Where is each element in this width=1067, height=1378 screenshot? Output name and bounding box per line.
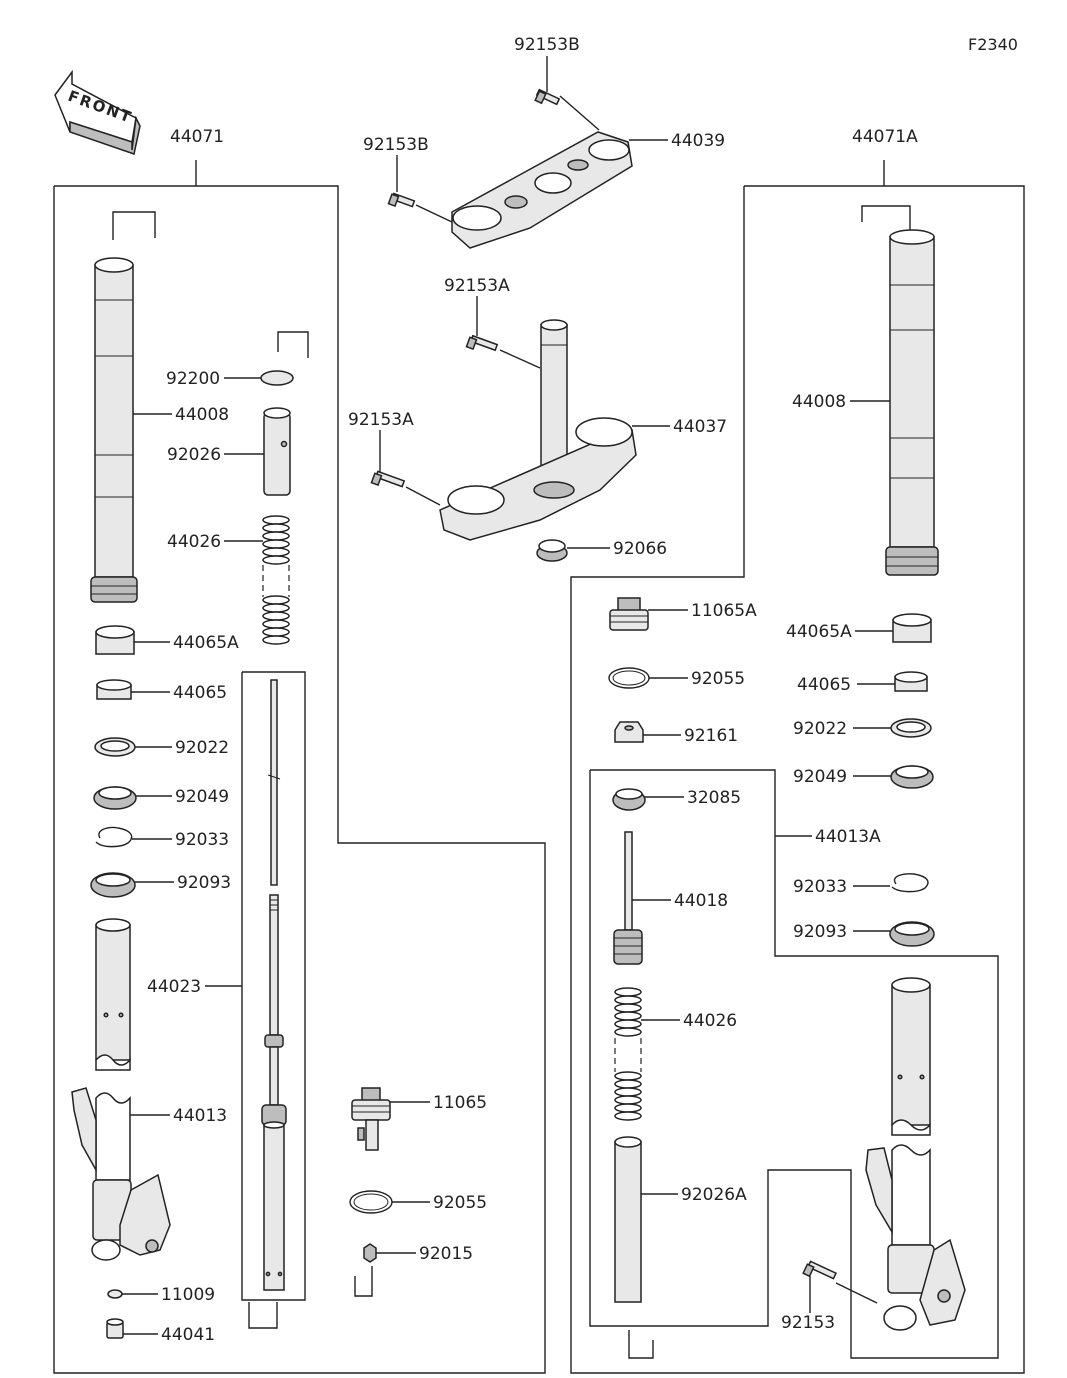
dust-seal-92093-right xyxy=(889,921,935,947)
collar-92026-part xyxy=(263,407,291,496)
label-92153A-left: 92153A xyxy=(348,410,414,430)
inner-tube-44013-left xyxy=(71,918,171,1261)
label-44039: 44039 xyxy=(671,131,725,151)
gasket-11009-part xyxy=(107,1289,123,1299)
left-fork-assembly-frame xyxy=(53,185,546,1374)
oil-seal-92049-left xyxy=(93,786,137,810)
label-44071: 44071 xyxy=(170,127,224,147)
circlip-92033-left xyxy=(95,826,133,848)
dust-seal-92093-left xyxy=(90,872,136,898)
seal-32085-part xyxy=(612,788,646,811)
bushing-44065A-left xyxy=(95,625,135,655)
bushing-44065-left xyxy=(96,679,132,700)
label-44023: 44023 xyxy=(147,977,201,997)
diagram-code: F2340 xyxy=(968,35,1018,54)
label-92093-left: 92093 xyxy=(177,873,231,893)
label-92026: 92026 xyxy=(167,445,221,465)
label-92153A-top: 92153A xyxy=(444,276,510,296)
label-92033-right: 92033 xyxy=(793,877,847,897)
label-92153B-left: 92153B xyxy=(363,135,429,155)
rod-44018-part xyxy=(613,831,643,965)
outer-tube-44008-right xyxy=(885,229,939,576)
label-44065A-left: 44065A xyxy=(173,633,239,653)
seal-92066-part xyxy=(536,539,568,562)
label-44018: 44018 xyxy=(674,891,728,911)
label-11065: 11065 xyxy=(433,1093,487,1113)
label-92200: 92200 xyxy=(166,369,220,389)
label-92015: 92015 xyxy=(419,1244,473,1264)
right-fork-assembly-frame xyxy=(570,185,1025,1374)
label-44065-right: 44065 xyxy=(797,675,851,695)
cap-bolt-11065A-part xyxy=(609,597,649,631)
steering-stem-lower-clamp-part xyxy=(439,319,637,541)
nut-92015-part xyxy=(363,1243,377,1263)
label-92055-mid: 92055 xyxy=(433,1193,487,1213)
label-92022-left: 92022 xyxy=(175,738,229,758)
spring-44026-right xyxy=(614,987,642,1121)
bushing-44065-right xyxy=(894,671,928,692)
label-11065A: 11065A xyxy=(691,601,757,621)
label-92153: 92153 xyxy=(781,1313,835,1333)
upper-triple-clamp-part xyxy=(451,95,633,249)
label-92055-right: 92055 xyxy=(691,669,745,689)
circlip-92033-right xyxy=(891,873,929,893)
bolt-92153-part xyxy=(802,1260,837,1280)
label-44037: 44037 xyxy=(673,417,727,437)
front-arrow-icon: FRONT xyxy=(54,69,141,155)
label-92033-left: 92033 xyxy=(175,830,229,850)
bolt-44041-part xyxy=(106,1318,124,1339)
damper-rod-frame-44023 xyxy=(241,671,306,1301)
label-11009: 11009 xyxy=(161,1285,215,1305)
collar-92026A-part xyxy=(614,1136,642,1303)
label-92066: 92066 xyxy=(613,539,667,559)
bushing-44065A-right xyxy=(892,613,932,643)
bolt-92153A-left xyxy=(370,470,406,488)
bolt-92153B-left xyxy=(387,192,416,208)
bolt-92153A-top xyxy=(465,334,499,352)
label-44065-left: 44065 xyxy=(173,683,227,703)
label-92049-left: 92049 xyxy=(175,787,229,807)
label-44008-left: 44008 xyxy=(175,405,229,425)
label-44013: 44013 xyxy=(173,1106,227,1126)
label-92049-right: 92049 xyxy=(793,767,847,787)
label-92161: 92161 xyxy=(684,726,738,746)
label-92093-right: 92093 xyxy=(793,922,847,942)
label-44013A: 44013A xyxy=(815,827,881,847)
label-92022-right: 92022 xyxy=(793,719,847,739)
label-44071A: 44071A xyxy=(852,127,918,147)
label-44008-right: 44008 xyxy=(792,392,846,412)
label-92026A: 92026A xyxy=(681,1185,747,1205)
label-44026-left: 44026 xyxy=(167,532,221,552)
label-92153B-top: 92153B xyxy=(514,35,580,55)
label-44041: 44041 xyxy=(161,1325,215,1345)
oil-seal-92049-right xyxy=(890,765,934,789)
inner-tube-right xyxy=(865,977,966,1331)
outer-tube-44008-left xyxy=(90,257,138,603)
washer-92200-part xyxy=(260,370,294,386)
label-44026-right: 44026 xyxy=(683,1011,737,1031)
bolt-92153B-top xyxy=(534,88,561,106)
damper-rod-44023-part xyxy=(261,679,287,1291)
collar-92161-part xyxy=(614,721,644,743)
label-32085: 32085 xyxy=(687,788,741,808)
spring-44026-left xyxy=(262,515,290,645)
damper-cartridge-frame xyxy=(589,769,999,1359)
cap-bolt-11065-part xyxy=(351,1087,391,1151)
label-44065A-right: 44065A xyxy=(786,622,852,642)
